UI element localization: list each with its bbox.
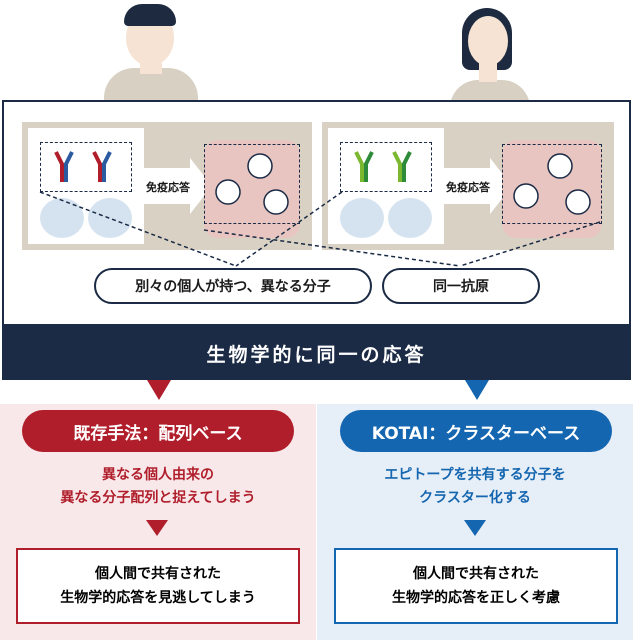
comparison-panel: 免疫応答 免疫応答 (2, 100, 631, 326)
virus-icon (215, 153, 289, 215)
triangle-down-icon (147, 380, 171, 400)
immune-response-label-a: 免疫応答 (146, 181, 190, 194)
immune-response-label-b: 免疫応答 (446, 181, 490, 194)
right-column-desc-line2: クラスター化する (419, 490, 531, 506)
arrow-icon (144, 168, 192, 204)
triangle-down-icon (146, 520, 168, 536)
different-molecules-pill: 別々の個人が持つ、異なる分子 (94, 268, 372, 304)
left-column-result-box: 個人間で共有された 生物学的応答を見逃してしまう (16, 548, 300, 624)
left-column-desc-line2: 異なる分子配列と捉えてしまう (60, 490, 256, 506)
b-cell-card-a (28, 128, 144, 244)
virus-icon (513, 153, 591, 215)
right-column-desc-line1: エピトープを共有する分子を (384, 467, 566, 483)
right-column-title: KOTAI：クラスターベース (340, 410, 612, 452)
triangle-down-icon (465, 380, 489, 400)
left-box-line2: 生物学的応答を見逃してしまう (60, 590, 256, 606)
b-cell-card-b (328, 128, 444, 244)
right-box-line1: 個人間で共有された (413, 566, 539, 582)
triangle-down-icon (464, 520, 486, 536)
arrow-icon (444, 168, 492, 204)
antibody-icon (54, 151, 112, 182)
banner-biologically-identical-response: 生物学的に同一の応答 (2, 326, 631, 380)
left-column-title: 既存手法：配列ベース (22, 410, 294, 452)
antigen-highlight-b (502, 144, 602, 224)
antigen-highlight-a (204, 144, 300, 224)
left-box-line1: 個人間で共有された (95, 566, 221, 582)
right-column-result-box: 個人間で共有された 生物学的応答を正しく考慮 (334, 548, 618, 624)
antibody-icon (354, 151, 412, 182)
right-box-line2: 生物学的応答を正しく考慮 (392, 590, 560, 606)
connector-lines (39, 191, 601, 267)
left-column-desc-line1: 異なる個人由来の (102, 467, 214, 483)
person-female-icon (0, 0, 633, 110)
same-antigen-pill: 同一抗原 (382, 268, 540, 304)
